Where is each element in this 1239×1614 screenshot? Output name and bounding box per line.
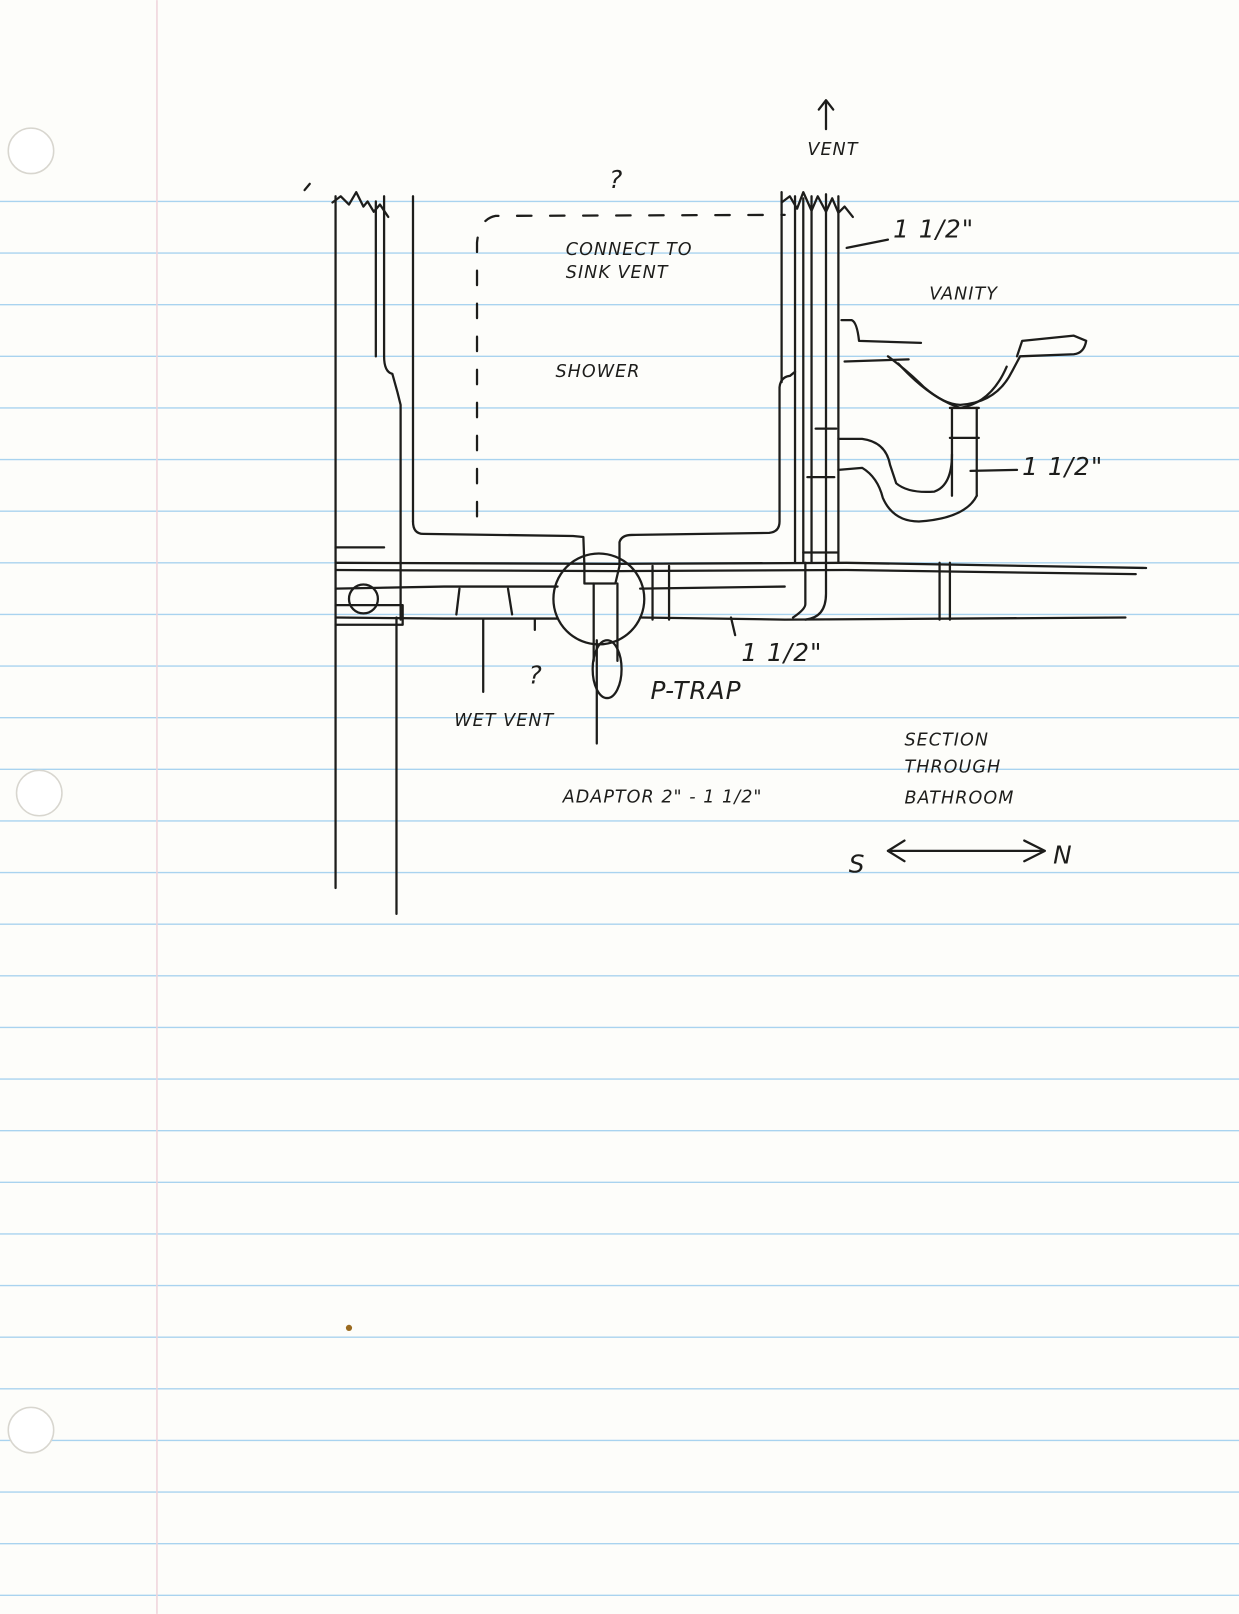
adaptor-label: ADAPTOR 2" - 1 1/2" (562, 787, 763, 807)
hole-punch (7, 127, 55, 175)
south-north-arrow-icon (886, 839, 1047, 863)
north-label: N (1053, 840, 1073, 869)
vent-size-label: 1 1/2" (893, 215, 974, 244)
vent-stack (780, 191, 854, 564)
sink-vent-dashed-route (475, 213, 786, 518)
hole-punch (15, 769, 63, 817)
hole-punch (7, 1406, 55, 1454)
section-label-line3: BATHROOM (904, 788, 1014, 808)
section-label-line2: THROUGH (904, 757, 1001, 777)
vent-arrow-icon (817, 99, 835, 131)
wet-vent-label: WET VENT (454, 711, 554, 731)
horizontal-drain (334, 561, 1148, 626)
section-label-line1: SECTION (904, 731, 989, 751)
ruled-lines (0, 200, 1239, 1597)
shower-label: SHOWER (555, 362, 640, 382)
vanity-trap-size-label: 1 1/2" (1022, 452, 1103, 481)
vanity-sink (837, 319, 1088, 523)
paper-stain (345, 1324, 353, 1331)
connect-label-line1: CONNECT TO (566, 240, 693, 260)
p-trap-label: P-TRAP (650, 676, 741, 705)
connect-label-line2: SINK VENT (566, 263, 669, 283)
left-wall (303, 182, 415, 915)
question-mark-wet-vent: ? (529, 661, 543, 690)
p-trap-drawing (552, 552, 737, 745)
drain-size-label: 1 1/2" (741, 638, 822, 667)
vanity-label: VANITY (929, 285, 998, 305)
hole-punches (7, 127, 63, 1454)
vent-label: VENT (807, 140, 858, 160)
south-label: S (849, 850, 866, 879)
shower-pan (411, 370, 797, 568)
question-mark-top: ? (609, 165, 623, 194)
leader-lines (482, 238, 1019, 694)
